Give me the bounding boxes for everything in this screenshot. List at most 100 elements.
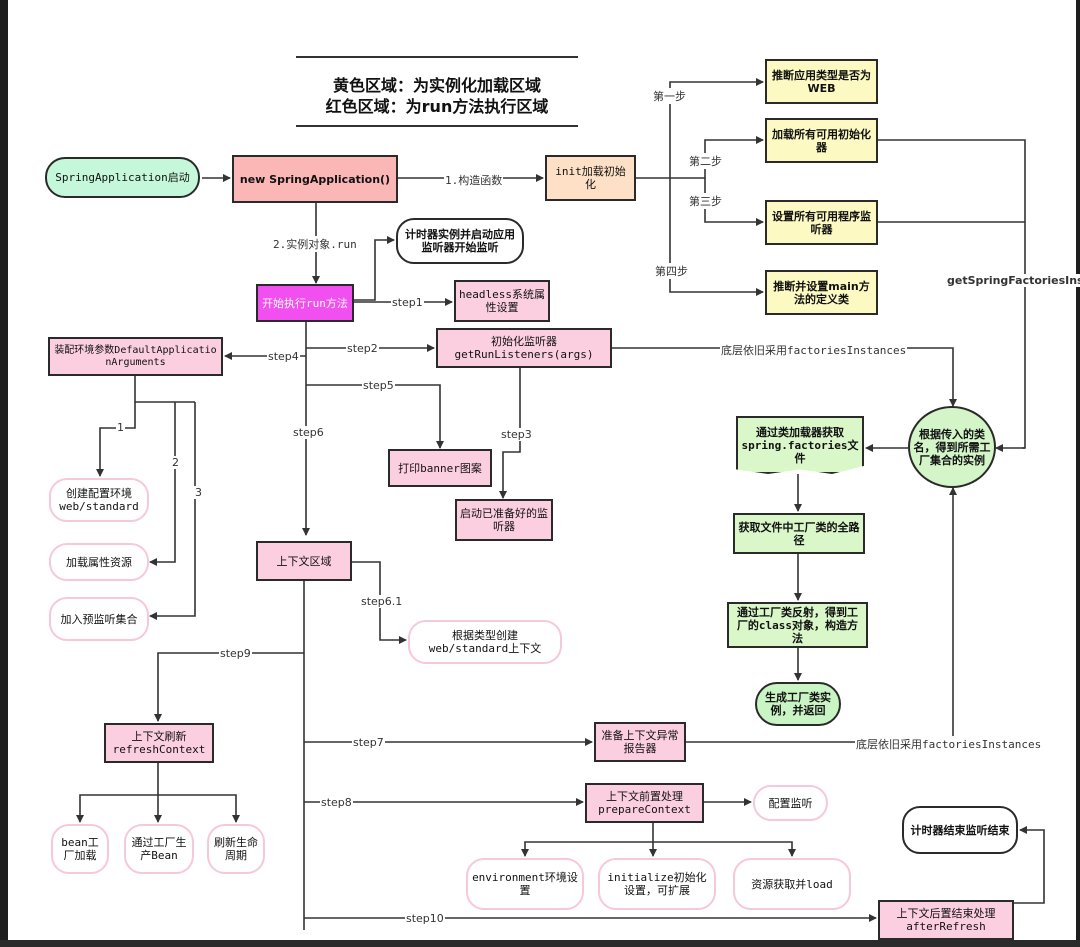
underlying-factories-label-bottom: 底层依旧采用factoriesInstances bbox=[855, 736, 1043, 752]
step7-label: step7 bbox=[352, 736, 385, 749]
initialize-setup-label: initialize初始化设置，可扩展 bbox=[607, 871, 707, 897]
config-listener-label: 配置监听 bbox=[768, 796, 813, 810]
create-env-node: 创建配置环境web/standard bbox=[49, 478, 149, 522]
bottom-frame-bar bbox=[0, 940, 1080, 947]
init-load-node: init加载初始化 bbox=[545, 155, 636, 201]
title-line-yellow: 黄色区域：为实例化加载区域 bbox=[332, 76, 541, 95]
step3-label: step3 bbox=[500, 428, 533, 441]
default-args-node: 装配环境参数DefaultApplicationArguments bbox=[48, 337, 223, 376]
step-one-label: 第一步 bbox=[652, 88, 687, 104]
new-spring-application-label: new SpringApplication() bbox=[239, 172, 391, 186]
resource-load-node: 资源获取并load bbox=[733, 858, 851, 910]
context-area-node: 上下文区域 bbox=[256, 541, 352, 581]
bean-factory-label: bean工厂加载 bbox=[61, 836, 99, 862]
exception-reporter-label: 准备上下文异常报告器 bbox=[601, 729, 679, 755]
config-listener-node: 配置监听 bbox=[753, 785, 828, 821]
create-env-label: 创建配置环境web/standard bbox=[59, 487, 139, 513]
step10-label: step10 bbox=[405, 912, 445, 925]
context-area-label: 上下文区域 bbox=[276, 554, 332, 568]
reflect-label: 通过工厂类反射，得到工厂的class对象，构造方法 bbox=[736, 605, 859, 645]
initialize-setup-node: initialize初始化设置，可扩展 bbox=[598, 858, 716, 910]
start-listeners-node: 启动已准备好的监听器 bbox=[455, 499, 553, 541]
load-props-node: 加载属性资源 bbox=[49, 543, 149, 581]
init-load-label: init加载初始化 bbox=[555, 165, 626, 191]
step-two-label: 第二步 bbox=[688, 153, 723, 169]
load-initializers-label: 加载所有可用初始化器 bbox=[772, 127, 871, 154]
step8-label: step8 bbox=[320, 796, 353, 809]
environment-setup-label: environment环境设置 bbox=[472, 871, 578, 897]
resource-load-label: 资源获取并load bbox=[751, 877, 833, 891]
load-props-label: 加载属性资源 bbox=[66, 555, 132, 569]
timer-start-node: 计时器实例并启动应用监听器开始监听 bbox=[396, 218, 524, 264]
create-context-node: 根据类型创建web/standard上下文 bbox=[408, 620, 562, 664]
step9-label: step9 bbox=[219, 647, 252, 660]
timer-end-label: 计时器结束监听结束 bbox=[910, 823, 1010, 837]
instance-run-label: 2.实例对象.run bbox=[272, 236, 358, 252]
print-banner-label: 打印banner图案 bbox=[398, 461, 482, 475]
infer-web-type-label: 推断应用类型是否为WEB bbox=[772, 68, 871, 95]
arg-branch-1-label: 1 bbox=[116, 421, 125, 434]
arg-branch-2-label: 2 bbox=[171, 456, 180, 469]
infer-main-class-node: 推断并设置main方法的定义类 bbox=[765, 270, 878, 315]
get-factories-label: getSpringFactoriesIns bbox=[946, 274, 1080, 287]
step-three-label: 第三步 bbox=[688, 193, 723, 209]
exception-reporter-node: 准备上下文异常报告器 bbox=[594, 722, 686, 762]
full-path-node: 获取文件中工厂类的全路径 bbox=[733, 513, 865, 554]
diagram-canvas bbox=[8, 0, 1076, 940]
full-path-label: 获取文件中工厂类的全路径 bbox=[738, 520, 860, 547]
prepare-context-label: 上下文前置处理prepareContext bbox=[598, 790, 691, 816]
run-listeners-label: 初始化监听器getRunListeners(args) bbox=[454, 335, 594, 361]
add-listeners-node: 加入预监听集合 bbox=[49, 597, 149, 641]
refresh-lifecycle-node: 刷新生命周期 bbox=[207, 824, 265, 874]
factories-file-node: 通过类加载器获取spring.factories文件 bbox=[736, 416, 864, 474]
step5-label: step5 bbox=[362, 379, 395, 392]
arg-branch-3-label: 3 bbox=[194, 486, 203, 499]
timer-start-label: 计时器实例并启动应用监听器开始监听 bbox=[405, 228, 515, 254]
spring-application-start: SpringApplication启动 bbox=[45, 157, 200, 198]
constructor-label: 1.构造函数 bbox=[444, 172, 504, 188]
infer-web-type-node: 推断应用类型是否为WEB bbox=[765, 59, 878, 104]
diagram-title: 黄色区域：为实例化加载区域 红色区域：为run方法执行区域 bbox=[296, 56, 578, 127]
refresh-lifecycle-label: 刷新生命周期 bbox=[214, 836, 258, 862]
factories-file-label: 通过类加载器获取spring.factories文件 bbox=[741, 425, 859, 465]
refresh-context-label: 上下文刷新refreshContext bbox=[112, 730, 206, 756]
set-listeners-label: 设置所有可用程序监听器 bbox=[772, 209, 871, 236]
title-bottom-rule bbox=[296, 125, 578, 127]
run-listeners-node: 初始化监听器getRunListeners(args) bbox=[436, 328, 612, 368]
default-args-label: 装配环境参数DefaultApplicationArguments bbox=[54, 344, 217, 368]
new-spring-application-node: new SpringApplication() bbox=[232, 155, 398, 203]
left-frame-bar bbox=[0, 0, 8, 947]
factory-bean-label: 通过工厂生产Bean bbox=[131, 836, 187, 862]
step6-label: step6 bbox=[292, 426, 325, 439]
factory-instance-circle-label: 根据传入的类名，得到所需工厂集合的实例 bbox=[913, 427, 991, 467]
timer-end-node: 计时器结束监听结束 bbox=[902, 806, 1018, 854]
step-four-label: 第四步 bbox=[654, 263, 689, 279]
set-listeners-node: 设置所有可用程序监听器 bbox=[765, 200, 878, 245]
reflect-node: 通过工厂类反射，得到工厂的class对象，构造方法 bbox=[727, 602, 868, 648]
refresh-context-node: 上下文刷新refreshContext bbox=[104, 723, 214, 763]
headless-node: headless系统属性设置 bbox=[454, 280, 550, 322]
factory-bean-node: 通过工厂生产Bean bbox=[124, 824, 194, 874]
prepare-context-node: 上下文前置处理prepareContext bbox=[585, 783, 704, 823]
factory-instance-circle: 根据传入的类名，得到所需工厂集合的实例 bbox=[908, 406, 996, 488]
bean-factory-node: bean工厂加载 bbox=[51, 824, 109, 874]
after-refresh-label: 上下文后置结束处理afterRefresh bbox=[896, 907, 996, 933]
print-banner-node: 打印banner图案 bbox=[388, 449, 492, 487]
environment-setup-node: environment环境设置 bbox=[466, 858, 584, 910]
run-start-label: 开始执行run方法 bbox=[262, 296, 348, 310]
spring-application-start-label: SpringApplication启动 bbox=[55, 171, 190, 184]
infer-main-class-label: 推断并设置main方法的定义类 bbox=[773, 279, 870, 306]
underlying-factories-label-top: 底层依旧采用factoriesInstances bbox=[720, 342, 908, 358]
title-line-red: 红色区域：为run方法执行区域 bbox=[325, 97, 549, 116]
step6-1-label: step6.1 bbox=[360, 595, 404, 608]
add-listeners-label: 加入预监听集合 bbox=[60, 612, 138, 626]
step1-label: step1 bbox=[391, 296, 424, 309]
create-context-label: 根据类型创建web/standard上下文 bbox=[428, 629, 542, 655]
step4-label: step4 bbox=[267, 350, 300, 363]
load-initializers-node: 加载所有可用初始化器 bbox=[765, 118, 878, 163]
start-listeners-label: 启动已准备好的监听器 bbox=[460, 507, 548, 533]
title-top-rule bbox=[296, 56, 578, 58]
step2-label: step2 bbox=[346, 342, 379, 355]
after-refresh-node: 上下文后置结束处理afterRefresh bbox=[878, 900, 1014, 940]
